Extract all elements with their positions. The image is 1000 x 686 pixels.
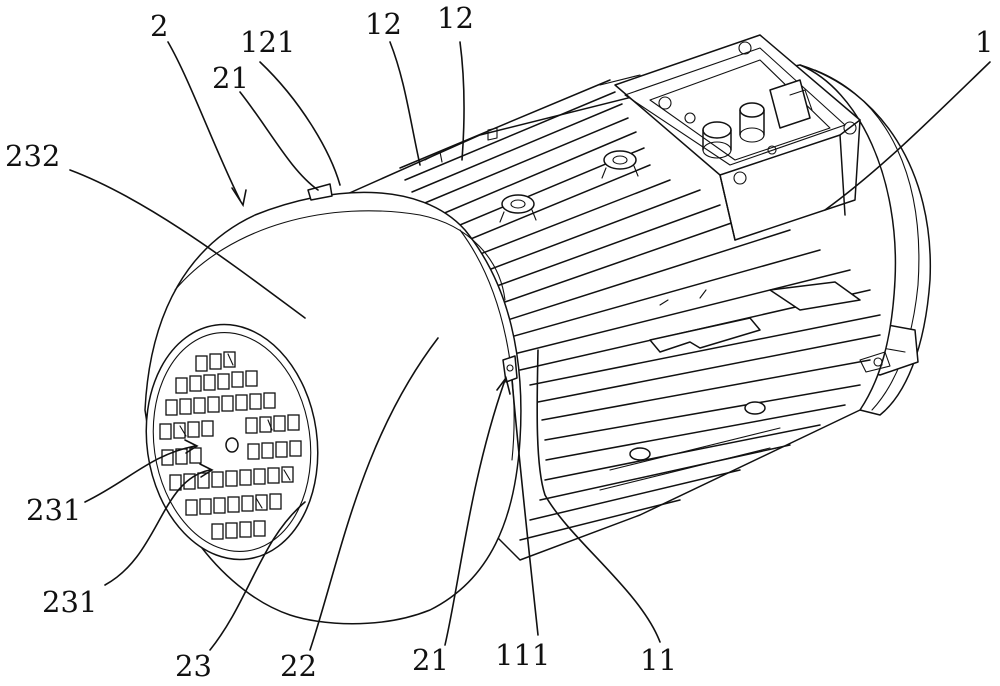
leader-21-top	[240, 92, 318, 190]
label-21-top: 21	[212, 61, 249, 95]
label-12-b: 12	[437, 1, 474, 35]
leader-121	[260, 62, 340, 185]
leader-12-a	[390, 42, 420, 165]
label-11: 11	[640, 643, 677, 677]
label-231-a: 231	[26, 493, 81, 527]
label-1: 1	[975, 25, 993, 59]
label-231-b: 231	[42, 585, 97, 619]
label-232: 232	[5, 139, 60, 173]
label-23: 23	[175, 649, 212, 683]
label-12-a: 12	[365, 7, 402, 41]
label-111: 111	[495, 638, 550, 672]
label-121: 121	[240, 25, 295, 59]
label-22: 22	[280, 649, 317, 683]
label-21-bottom: 21	[412, 643, 449, 677]
label-2: 2	[150, 9, 168, 43]
